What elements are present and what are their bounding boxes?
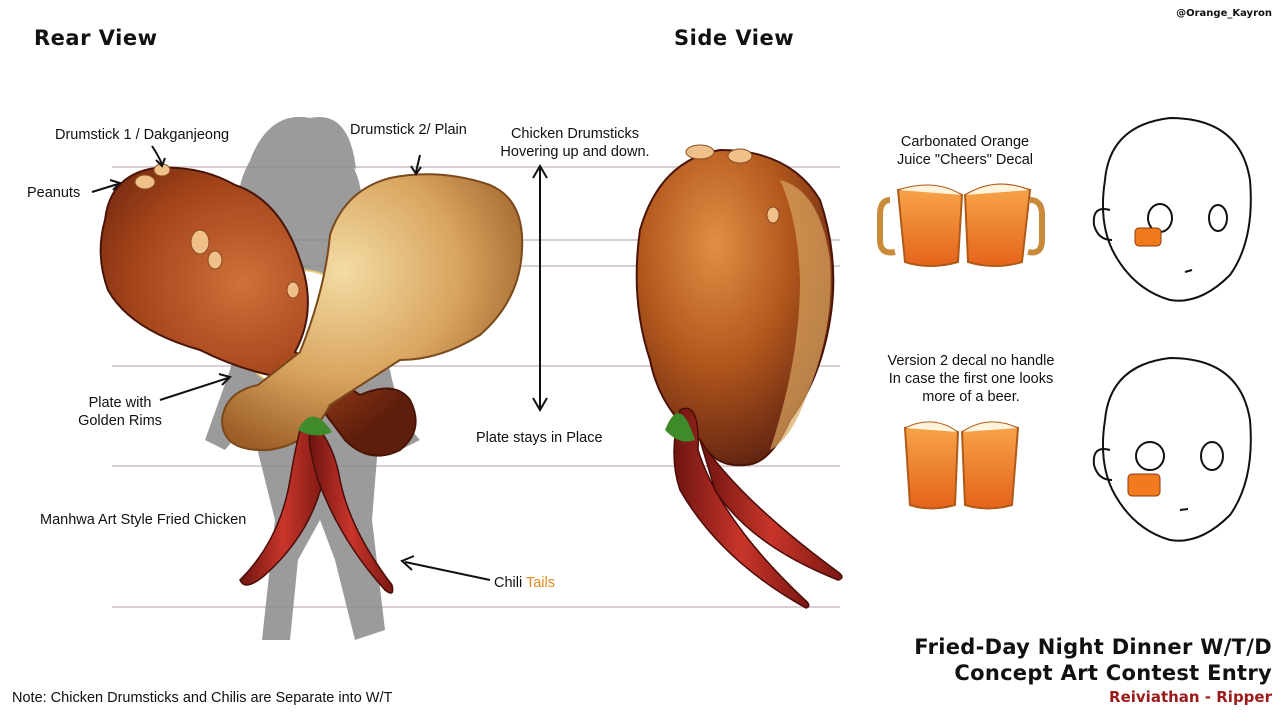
label-tails: Tails	[525, 575, 555, 591]
label-peanuts: Peanuts	[27, 185, 81, 201]
rear-view-title: Rear View	[34, 26, 158, 50]
contest-title-line-1: Fried-Day Night Dinner W/T/D	[914, 635, 1272, 659]
footer-note: Note: Chicken Drumsticks and Chilis are …	[12, 690, 393, 706]
label-decal-2: Version 2 decal no handle In case the fi…	[862, 352, 1080, 406]
side-view-title: Side View	[674, 26, 795, 50]
artist-credit: @Orange_Kayron	[1176, 8, 1272, 19]
head-sketch-1	[1092, 116, 1252, 302]
label-plate-line-2: Golden Rims	[78, 413, 162, 429]
label-decal-2-line-2: In case the first one looks	[888, 371, 1054, 387]
contest-title-line-2: Concept Art Contest Entry	[954, 661, 1272, 685]
label-decal-2-line-1: Version 2 decal no handle	[887, 353, 1055, 369]
chili-tails-side	[665, 407, 843, 609]
author-credit: Reiviathan - Ripper	[1109, 688, 1272, 706]
head-sketch-2	[1092, 356, 1252, 542]
label-drumstick-2: Drumstick 2/ Plain	[350, 122, 467, 138]
label-plate: Plate with Golden Rims	[55, 394, 185, 430]
decal-mugs-with-handles	[877, 183, 1045, 267]
contest-title: Fried-Day Night Dinner W/T/D Concept Art…	[852, 634, 1272, 686]
label-hovering-line-2: Hovering up and down.	[500, 144, 650, 160]
label-plate-stays: Plate stays in Place	[476, 430, 603, 446]
chili-tails-rear	[239, 416, 394, 594]
decal-mugs-no-handles	[903, 421, 1020, 510]
side-view-chicken	[635, 144, 835, 467]
annotation-arrows	[91, 145, 548, 581]
label-drumstick-1: Drumstick 1 / Dakganjeong	[55, 127, 230, 143]
label-decal-2-line-3: more of a beer.	[922, 389, 1020, 405]
drumstick-2-plain	[220, 173, 524, 452]
label-decal-1: Carbonated Orange Juice "Cheers" Decal	[870, 133, 1060, 169]
label-chili: Chili	[494, 575, 523, 591]
label-decal-1-line-1: Carbonated Orange	[900, 134, 1030, 150]
label-art-style: Manhwa Art Style Fried Chicken	[40, 512, 247, 528]
label-chili-tails: Chili Tails	[494, 574, 555, 592]
label-plate-line-1: Plate with	[88, 395, 152, 411]
label-hovering: Chicken Drumsticks Hovering up and down.	[480, 125, 670, 161]
label-decal-1-line-2: Juice "Cheers" Decal	[896, 152, 1033, 168]
label-hovering-line-1: Chicken Drumsticks	[510, 126, 640, 142]
